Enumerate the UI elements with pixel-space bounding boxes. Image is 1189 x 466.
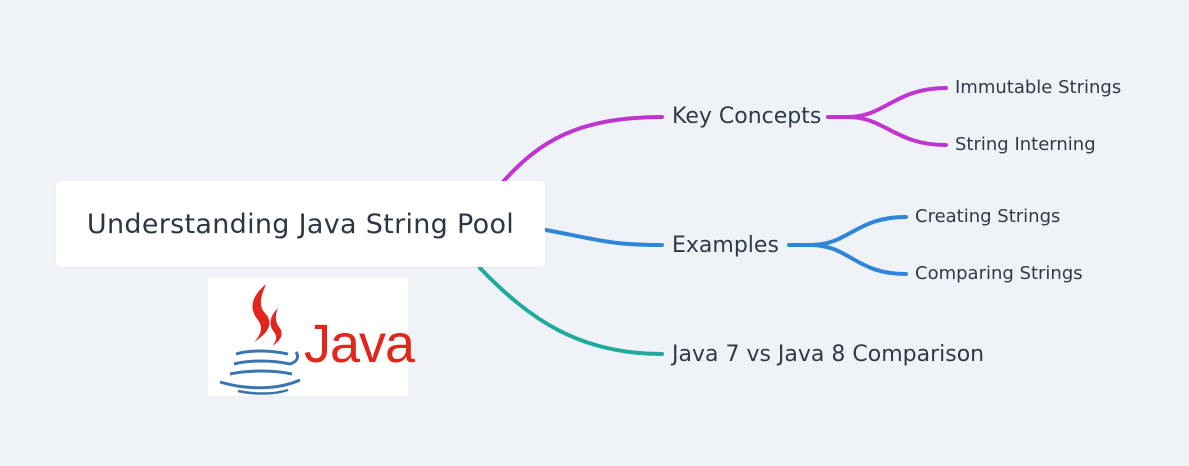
topic-java7-vs-java8-comparison[interactable]: Java 7 vs Java 8 Comparison bbox=[672, 341, 984, 369]
topic-key-concepts-label: Key Concepts bbox=[672, 104, 822, 129]
subtopic-immutable-strings[interactable]: Immutable Strings bbox=[955, 76, 1121, 100]
topic-examples-label: Examples bbox=[672, 233, 779, 258]
connector-key-concepts-string-interning bbox=[846, 115, 948, 147]
connector-root-examples bbox=[544, 228, 664, 247]
subtopic-comparing-strings[interactable]: Comparing Strings bbox=[915, 262, 1083, 286]
root-node[interactable]: Understanding Java String Pool bbox=[56, 181, 545, 267]
java-coffee-cup-icon bbox=[219, 284, 301, 395]
topic-java7-vs-java8-comparison-label: Java 7 vs Java 8 Comparison bbox=[672, 342, 985, 367]
subtopic-string-interning-label: String Interning bbox=[955, 134, 1096, 155]
subtopic-creating-strings[interactable]: Creating Strings bbox=[915, 205, 1060, 229]
connector-examples-comparing-strings bbox=[808, 243, 908, 276]
subtopic-immutable-strings-label: Immutable Strings bbox=[955, 77, 1122, 98]
subtopic-string-interning[interactable]: String Interning bbox=[955, 133, 1096, 157]
java-wordmark: Java bbox=[304, 314, 415, 374]
connector-root-java7-vs-java8 bbox=[478, 266, 664, 356]
connector-root-key-concepts bbox=[500, 115, 664, 185]
topic-examples[interactable]: Examples bbox=[672, 232, 779, 260]
java-logo-image: Java bbox=[208, 278, 415, 396]
connector-examples-creating-strings bbox=[808, 215, 908, 247]
subtopic-creating-strings-label: Creating Strings bbox=[915, 206, 1061, 227]
root-node-label: Understanding Java String Pool bbox=[86, 208, 515, 240]
connector-key-concepts-immutable-strings bbox=[846, 86, 948, 119]
topic-key-concepts[interactable]: Key Concepts bbox=[672, 103, 821, 131]
subtopic-comparing-strings-label: Comparing Strings bbox=[915, 263, 1083, 284]
